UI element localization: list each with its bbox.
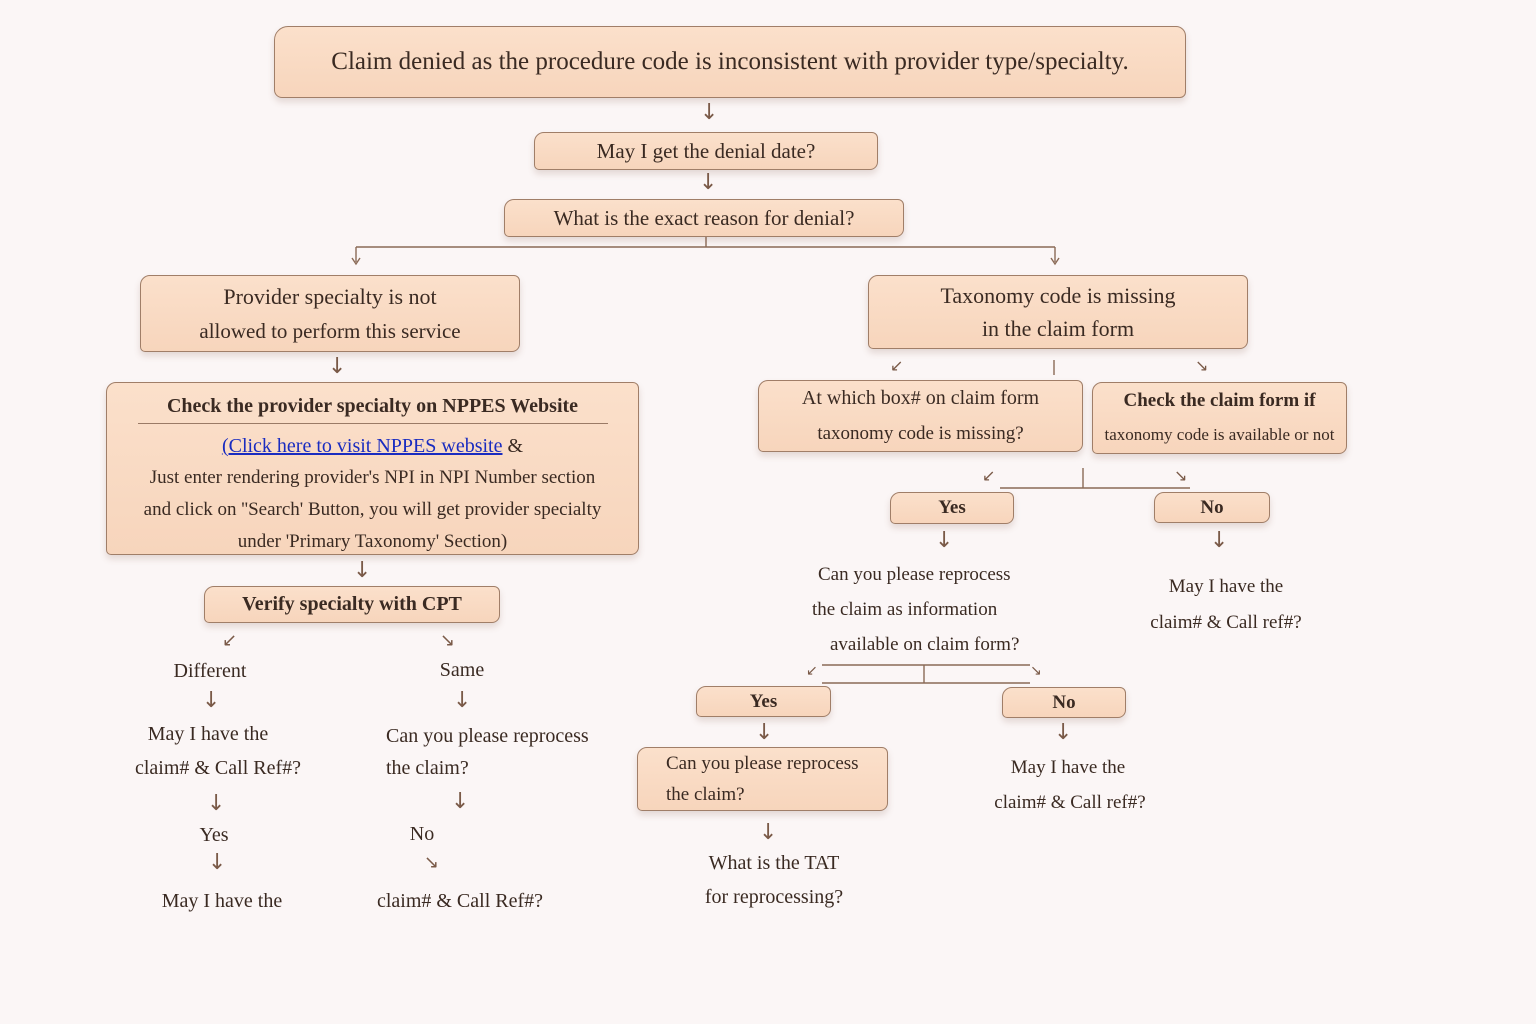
box-number-question-box: At which box# on claim form taxonomy cod… xyxy=(758,380,1083,452)
connector-left-arrowhead xyxy=(351,257,361,266)
different-yes-label: Yes xyxy=(199,824,229,846)
denial-reason-box: What is the exact reason for denial? xyxy=(504,199,904,237)
nppes-divider xyxy=(137,423,608,424)
no-question-line1: May I have the xyxy=(1168,576,1284,597)
arrow-down-icon: ↓ xyxy=(935,528,954,553)
no-question-line2: claim# & Call ref#? xyxy=(1150,612,1302,633)
arrow-down-icon: ↓ xyxy=(208,850,227,875)
arrow-down-icon: ↓ xyxy=(202,688,221,713)
arrow-diag-right-icon: ↘ xyxy=(1030,663,1042,679)
same-question-line1: Can you please reprocess xyxy=(386,725,589,747)
no2-question-line1: May I have the xyxy=(1010,757,1126,778)
arrow-down-icon: ↓ xyxy=(700,100,719,125)
nppes-instruction-line2: and click on ''Search' Button, you will … xyxy=(143,499,602,520)
same-question-line2: the claim? xyxy=(386,757,469,779)
arrow-diag-left-icon: ↙ xyxy=(982,466,996,485)
check-claim-form-line2: taxonomy code is available or not xyxy=(1104,425,1335,444)
arrow-down-icon: ↓ xyxy=(699,170,718,195)
same-no-label: No xyxy=(409,823,435,845)
nppes-link-line: (Click here to visit NPPES website & xyxy=(222,430,523,462)
provider-specialty-box: Provider specialty is not allowed to per… xyxy=(140,275,520,352)
arrow-down-icon: ↓ xyxy=(1210,528,1229,553)
box-number-question-line1: At which box# on claim form xyxy=(801,387,1040,409)
arrow-diag-right-icon: ↘ xyxy=(1174,466,1188,485)
same-final-question: claim# & Call Ref#? xyxy=(376,890,544,912)
arrow-down-icon: ↓ xyxy=(759,820,778,845)
nppes-check-title: Check the provider specialty on NPPES We… xyxy=(166,395,579,417)
title-text: Claim denied as the procedure code is in… xyxy=(331,48,1129,75)
no-text: No xyxy=(1200,496,1224,518)
taxonomy-missing-line2: in the claim form xyxy=(981,316,1135,341)
yes2-box: Yes xyxy=(696,686,831,717)
nppes-link-suffix: & xyxy=(502,435,524,457)
check-claim-form-line1: Check the claim form if xyxy=(1123,390,1316,411)
nppes-check-box: Check the provider specialty on NPPES We… xyxy=(106,382,639,555)
arrow-down-icon: ↓ xyxy=(1054,720,1073,745)
yes-box: Yes xyxy=(890,492,1014,524)
tat-question-line2: for reprocessing? xyxy=(704,886,844,908)
title-box: Claim denied as the procedure code is in… xyxy=(274,26,1186,98)
arrow-down-icon: ↓ xyxy=(207,791,226,816)
denial-date-box: May I get the denial date? xyxy=(534,132,878,170)
arrow-diag-right-icon: ↘ xyxy=(440,630,456,651)
provider-specialty-line2: allowed to perform this service xyxy=(199,318,461,343)
yes-text: Yes xyxy=(938,497,966,518)
no-box: No xyxy=(1154,492,1270,523)
tat-question-line1: What is the TAT xyxy=(708,852,840,874)
yes-question-line3: available on claim form? xyxy=(830,634,1020,655)
no2-text: No xyxy=(1052,691,1076,713)
arrow-down-icon: ↓ xyxy=(453,688,472,713)
verify-cpt-text: Verify specialty with CPT xyxy=(242,593,462,615)
arrow-down-icon: ↓ xyxy=(353,558,372,583)
yes-question-line1: Can you please reprocess xyxy=(818,564,1011,585)
yes2-text: Yes xyxy=(749,690,778,712)
taxonomy-missing-box: Taxonomy code is missing in the claim fo… xyxy=(868,275,1248,349)
nppes-instruction-line1: Just enter rendering provider's NPI in N… xyxy=(149,467,596,488)
same-label: Same xyxy=(439,659,485,681)
nppes-website-link[interactable]: (Click here to visit NPPES website xyxy=(221,435,503,457)
arrow-diag-left-icon: ↙ xyxy=(890,356,904,375)
provider-specialty-line1: Provider specialty is not xyxy=(223,283,437,309)
check-claim-form-box: Check the claim form if taxonomy code is… xyxy=(1092,382,1347,454)
no2-box: No xyxy=(1002,687,1126,718)
arrow-diag-right-icon: ↘ xyxy=(424,852,440,873)
arrow-diag-left-icon: ↙ xyxy=(222,630,238,651)
no2-question-line2: claim# & Call ref#? xyxy=(994,792,1146,813)
arrow-diag-right-icon: ↘ xyxy=(1195,356,1209,375)
verify-cpt-box: Verify specialty with CPT xyxy=(204,586,500,623)
different-question-line1: May I have the xyxy=(147,723,269,745)
yes-question-line2: the claim as information xyxy=(812,599,998,620)
connector-right-arrowhead xyxy=(1050,257,1060,266)
reprocess-line2: the claim? xyxy=(666,784,745,805)
arrow-down-icon: ↓ xyxy=(451,789,470,814)
reprocess-box: Can you please reprocess the claim? xyxy=(637,747,888,811)
box-number-question-line2: taxonomy code is missing? xyxy=(817,423,1024,444)
different-label: Different xyxy=(173,660,247,682)
arrow-diag-left-icon: ↙ xyxy=(806,663,818,679)
nppes-instruction-line3: under 'Primary Taxonomy' Section) xyxy=(237,531,508,552)
taxonomy-missing-line1: Taxonomy code is missing xyxy=(940,283,1176,308)
arrow-down-icon: ↓ xyxy=(328,354,347,379)
denial-date-text: May I get the denial date? xyxy=(596,138,816,163)
denial-reason-text: What is the exact reason for denial? xyxy=(553,205,855,230)
reprocess-line1: Can you please reprocess xyxy=(666,753,859,774)
arrow-down-icon: ↓ xyxy=(755,720,774,745)
different-question-line2: claim# & Call Ref#? xyxy=(134,757,302,779)
different-final-question: May I have the xyxy=(161,890,283,912)
